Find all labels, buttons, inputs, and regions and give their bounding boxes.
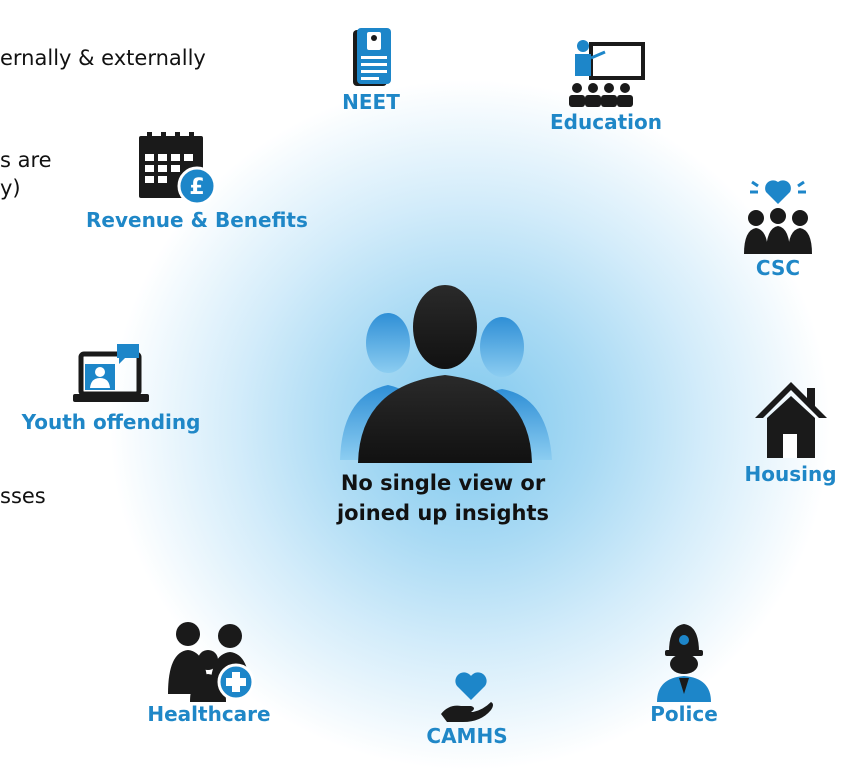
house-icon bbox=[738, 378, 843, 462]
document-person-icon bbox=[331, 26, 411, 90]
center-caption-line-1: No single view or bbox=[340, 471, 546, 495]
intro-text-line-4: sses bbox=[0, 484, 46, 508]
service-csc: CSC bbox=[733, 172, 823, 280]
service-label: Education bbox=[550, 110, 662, 134]
medical-people-icon bbox=[134, 620, 284, 702]
service-neet: NEET bbox=[331, 26, 411, 114]
service-youth-offending: Youth offending bbox=[6, 340, 216, 434]
calendar-pound-icon: £ bbox=[86, 132, 266, 208]
svg-text:£: £ bbox=[189, 175, 204, 200]
service-label: Police bbox=[650, 702, 718, 726]
police-officer-icon bbox=[634, 622, 734, 702]
service-label: Healthcare bbox=[147, 702, 271, 726]
service-label: Youth offending bbox=[21, 410, 201, 434]
service-label: NEET bbox=[342, 90, 400, 114]
center-caption-line-2: joined up insights bbox=[336, 501, 550, 525]
people-group-icon bbox=[330, 285, 560, 469]
service-camhs: CAMHS bbox=[412, 670, 522, 748]
service-label: CSC bbox=[755, 256, 801, 280]
service-revenue-benefits: £ Revenue & Benefits bbox=[86, 132, 308, 232]
laptop-chat-icon bbox=[6, 340, 216, 410]
intro-text-line-2: s are bbox=[0, 148, 52, 172]
service-education: Education bbox=[541, 38, 671, 134]
center-caption: No single view or joined up insights bbox=[318, 468, 568, 528]
service-label: Housing bbox=[744, 462, 837, 486]
service-police: Police bbox=[634, 622, 734, 726]
intro-text-line-3: y) bbox=[0, 176, 21, 200]
service-housing: Housing bbox=[738, 378, 843, 486]
service-label: CAMHS bbox=[426, 724, 508, 748]
service-label: Revenue & Benefits bbox=[86, 208, 308, 232]
hand-heart-icon bbox=[412, 670, 522, 724]
service-healthcare: Healthcare bbox=[134, 620, 284, 726]
classroom-icon bbox=[541, 38, 671, 110]
family-heart-icon bbox=[733, 172, 823, 256]
intro-text-line-1: ernally & externally bbox=[0, 46, 206, 70]
